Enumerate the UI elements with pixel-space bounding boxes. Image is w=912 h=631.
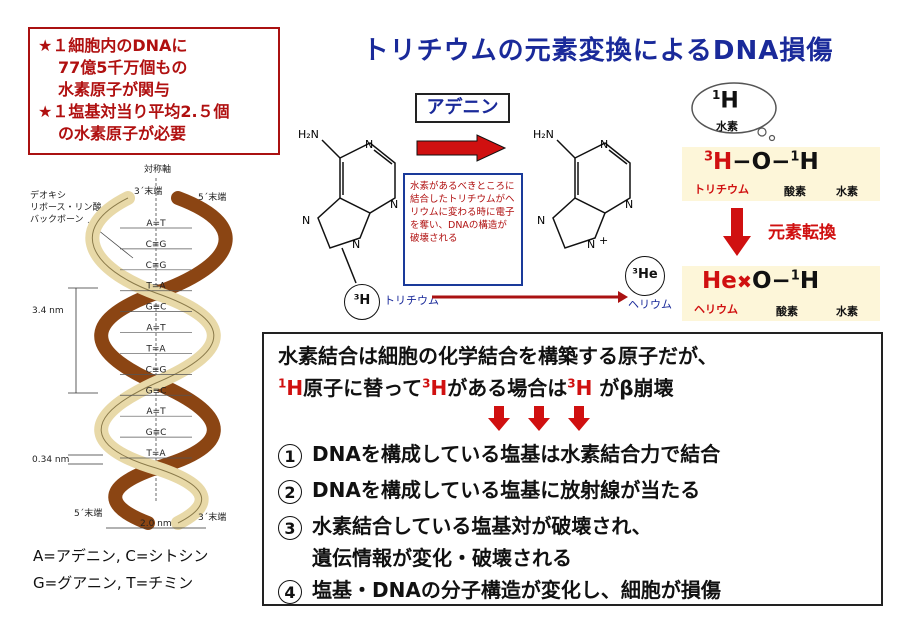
nitrogen-label: N — [537, 214, 545, 227]
tritiated-water-panel: 3H−O−1H トリチウム 酸素 水素 — [682, 147, 880, 201]
adenine-molecule: H₂N N N N N — [298, 128, 398, 284]
main-line-1: 水素結合は細胞の化学結合を構築する原子だが、 — [278, 344, 718, 368]
base-pair-label: G≡C — [146, 303, 167, 313]
nitrogen-label: N — [365, 138, 373, 151]
oxygen-caption: 酸素 — [784, 185, 806, 198]
adenine-label: アデニン — [415, 93, 510, 123]
helium-product-formula: He✖O−1H — [702, 268, 820, 294]
bubble-hydrogen-label: 水素 — [716, 120, 738, 133]
down-arrows-icon — [488, 406, 590, 431]
explanation-box: 水素があるべきところに結合したトリチウムがヘリウムに変わる時に電子を奪い、DNA… — [403, 173, 523, 286]
helix-strand-front-edge — [91, 197, 215, 524]
base-pair-label: A=T — [146, 407, 166, 417]
tritium-circle: ³H — [344, 284, 380, 320]
hydrogen-caption: 水素 — [836, 185, 858, 198]
element-conversion-arrow-icon — [723, 208, 751, 256]
base-pair-label: C≡G — [146, 365, 167, 375]
helix-bottom-5-label: 5´末端 — [74, 507, 102, 519]
tritiated-water-formula: 3H−O−1H — [704, 149, 819, 175]
helium-circle: ³He — [625, 256, 665, 296]
list-item-continuation: 遺伝情報が変化・破壊される — [312, 546, 572, 570]
base-pair-label: A=T — [146, 219, 166, 229]
base-pair-label: G≡C — [146, 428, 167, 438]
hydrogen-thought-bubble — [691, 82, 777, 142]
tritium-label: トリチウム — [384, 294, 439, 307]
hydrogen-caption: 水素 — [836, 305, 858, 318]
nitrogen-label: N — [625, 198, 633, 211]
width-label: 2.0 nm — [140, 519, 172, 529]
helix-axis-label: 対称軸 — [144, 163, 171, 175]
helium-label: ヘリウム — [628, 298, 672, 311]
oxygen-caption: 酸素 — [776, 305, 798, 318]
explanation-main-box: 水素結合は細胞の化学結合を構築する原子だが、 1H原子に替って3Hがある場合は3… — [262, 332, 883, 606]
note-line: ★１塩基対当り平均2.５個 — [38, 102, 230, 121]
backbone-label: リボース・リン酸 — [30, 202, 102, 213]
backbone-label: バックボーン — [30, 214, 84, 225]
base-pair-label: T=A — [145, 344, 166, 354]
helix-bottom-3-label: 3´末端 — [198, 511, 226, 523]
element-conversion-label: 元素転換 — [768, 223, 836, 243]
base-pair-label: C≡G — [146, 240, 167, 250]
nitrogen-label: N — [600, 138, 608, 151]
tritium-caption: トリチウム — [694, 183, 749, 196]
dna-helix-diagram: 対称軸 3´末端 5´末端 デオキシ リボース・リン酸 バックボーン A=T C≡… — [30, 163, 233, 530]
step-label: 0.34 nm — [32, 455, 69, 465]
helium-product-panel: He✖O−1H ヘリウム 酸素 水素 — [682, 266, 880, 321]
helium-caption: ヘリウム — [694, 303, 738, 316]
note-line: の水素原子が必要 — [58, 124, 187, 143]
main-line-2: 1H原子に替って3Hがある場合は3H がβ崩壊 — [278, 376, 674, 400]
backbone-label: デオキシ — [30, 189, 66, 201]
amine-group-label: H₂N — [533, 128, 554, 141]
base-pair-label: G≡C — [146, 386, 167, 396]
helix-top-3-label: 3´末端 — [134, 185, 162, 197]
page-title: トリチウムの元素変換によるDNA損傷 — [362, 36, 834, 66]
legend-line: A=アデニン, C=シトシン — [33, 547, 209, 565]
base-pair-label: T=A — [145, 449, 166, 459]
base-pair-label: T=A — [145, 282, 166, 292]
amine-group-label: H₂N — [298, 128, 319, 141]
base-pair-label: C≡G — [146, 261, 167, 271]
nitrogen-label: N — [390, 198, 398, 211]
decay-arrow-icon — [432, 291, 628, 303]
plus-charge-label: + — [599, 234, 608, 247]
note-line: 水素原子が関与 — [58, 80, 171, 99]
note-box: ★１細胞内のDNAに 77億5千万個もの 水素原子が関与 ★１塩基対当り平均2.… — [28, 27, 280, 155]
conversion-arrow-icon — [416, 134, 507, 162]
pitch-label: 3.4 nm — [32, 306, 64, 316]
note-line: ★１細胞内のDNAに — [38, 36, 188, 55]
note-line: 77億5千万個もの — [58, 58, 188, 77]
nitrogen-label: N — [302, 214, 310, 227]
base-pair-label: A=T — [146, 324, 166, 334]
nitrogen-label: N — [587, 238, 595, 251]
legend-line: G=グアニン, T=チミン — [33, 574, 194, 592]
nitrogen-label: N — [352, 238, 360, 251]
bubble-hydrogen: 1H — [712, 88, 739, 114]
base-pairs: A=T C≡G C≡G T=A G≡C A=T T=A C≡G G≡C A=T G≡C T=A — [120, 219, 192, 459]
helix-top-5-label: 5´末端 — [198, 191, 226, 203]
modified-adenine-molecule: H₂N N N N N + — [533, 128, 633, 251]
